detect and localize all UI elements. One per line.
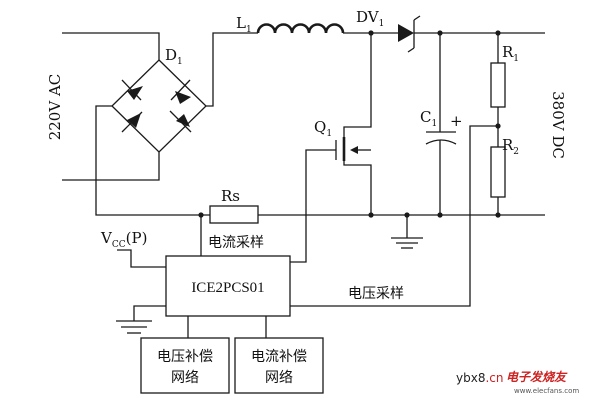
mosfet-label: Q1 [314,118,332,139]
capacitor-label: C1 [420,108,437,129]
r2-label: R2 [502,136,519,157]
sense-resistor [209,205,259,224]
voltage-comp-box [140,337,230,394]
voltage-sense-wire [290,125,498,307]
sense-resistor-label: Rs [221,187,240,205]
watermark-text: ybx8.cn [456,371,504,385]
current-comp-box [234,337,324,394]
controller-label: ICE2PCS01 [191,280,264,296]
voltage-comp-line2: 网络 [171,370,199,386]
mosfet-q1 [290,33,372,263]
bridge-diode-top-left [121,79,143,101]
watermark-url: www.elecfans.com [514,387,579,395]
ground-symbol-controller [116,305,166,334]
vcc-label: VCC(P) [100,229,147,250]
watermark: ybx8.cn 电子发烧友 www.elecfans.com [456,370,579,395]
boost-diode [398,15,421,53]
bridge-negative-wire [95,105,210,216]
bridge-rectifier [111,59,207,153]
r1-label: R1 [502,43,519,64]
bridge-diode-bottom-right [169,110,192,133]
current-sampling-label: 电流采样 [208,235,264,251]
ac-wire-top [62,32,160,60]
junction-ground-divider [495,212,501,218]
ac-wire-bottom [62,152,160,181]
capacitor-c1 [425,33,457,215]
watermark-brand: 电子发烧友 [506,370,568,384]
inductor-l1 [256,23,345,34]
capacitor-polarity: + [450,112,463,130]
resistor-r2 [490,146,506,215]
inductor-label: L1 [236,14,252,35]
vcc-wire [117,249,166,268]
voltage-comp-line1: 电压补偿 [157,349,213,365]
controller-box [165,255,291,317]
current-comp-line2: 网络 [265,370,293,386]
junction-ground-mosfet [368,212,374,218]
bridge-diode-bottom-left [121,111,143,133]
boost-diode-label: DV1 [356,8,384,29]
voltage-sampling-label: 电压采样 [348,286,404,302]
bridge-diode-top-right [170,79,191,104]
dc-output-label: 380V DC [549,91,567,159]
current-comp-line1: 电流补偿 [251,349,307,365]
resistor-r1 [490,33,506,147]
bridge-label: D1 [165,46,183,67]
junction-ground-cap [437,212,443,218]
junction-sense [198,212,204,218]
bridge-positive-wire [206,32,258,107]
ac-input-label: 220V AC [46,74,64,141]
ground-symbol-output [391,215,423,249]
